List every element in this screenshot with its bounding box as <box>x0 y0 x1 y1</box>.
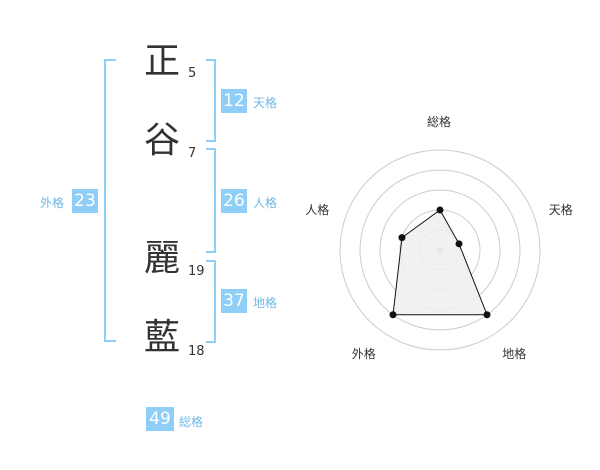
jinkaku-value: 26 <box>221 189 247 213</box>
stroke-count-3: 19 <box>188 264 205 279</box>
radar-label-gaikaku: 外格 <box>351 346 376 361</box>
radar-area <box>392 209 488 316</box>
name-char-1: 正 <box>143 41 180 82</box>
radar-point <box>389 311 397 319</box>
radar-point <box>398 234 406 242</box>
stroke-count-1: 5 <box>188 66 197 81</box>
chikaku-bracket <box>206 260 216 343</box>
chikaku-value: 37 <box>221 289 247 313</box>
radar-label-tenkaku: 天格 <box>548 203 573 218</box>
name-char-2: 谷 <box>143 120 180 161</box>
soukaku-value: 49 <box>146 407 174 431</box>
radar-point <box>436 206 444 214</box>
soukaku-label: 総格 <box>179 415 204 429</box>
name-char-3: 麗 <box>143 238 180 279</box>
chikaku-label: 地格 <box>253 296 278 310</box>
gaikaku-value: 23 <box>72 189 98 213</box>
tenkaku-bracket <box>206 59 216 142</box>
radar-points <box>389 206 491 319</box>
radar-ring <box>339 149 541 351</box>
radar-label-chikaku: 地格 <box>502 346 527 361</box>
stroke-count-4: 18 <box>188 344 205 359</box>
radar-label-jinkaku: 人格 <box>305 203 330 218</box>
name-char-4: 藍 <box>143 317 180 358</box>
gaikaku-bracket <box>104 59 116 342</box>
gaikaku-label: 外格 <box>40 196 65 210</box>
radar-label-soukaku: 総格 <box>427 115 452 129</box>
jinkaku-label: 人格 <box>253 196 278 210</box>
stroke-count-2: 7 <box>188 146 197 161</box>
radar-ring <box>359 169 521 331</box>
jinkaku-bracket <box>206 148 216 253</box>
tenkaku-label: 天格 <box>253 96 278 110</box>
tenkaku-value: 12 <box>221 89 247 113</box>
radar-point <box>455 240 463 248</box>
radar-point <box>483 311 491 319</box>
